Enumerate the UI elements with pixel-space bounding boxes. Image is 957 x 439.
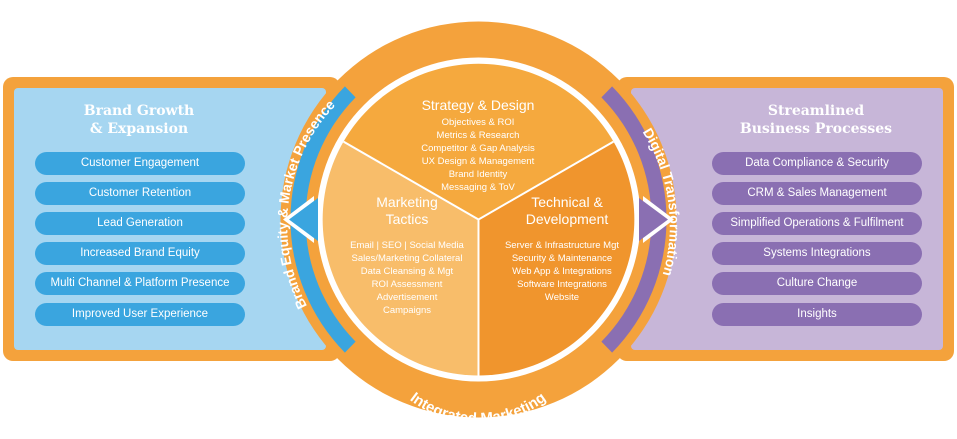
pill-insights[interactable]: Insights: [712, 303, 922, 326]
brand-equity-band: [290, 86, 356, 353]
pill-increased-brand-equity[interactable]: Increased Brand Equity: [35, 242, 245, 265]
strategy-item: Metrics & Research: [437, 130, 520, 141]
business-processes-title: Streamlined Business Processes: [706, 102, 926, 138]
brand-growth-title: Brand Growth & Expansion: [29, 102, 249, 138]
left-arrow-icon: [289, 198, 318, 241]
business-processes-title-line2: Business Processes: [739, 121, 893, 137]
technical-item: Software Integrations: [517, 279, 607, 290]
strategy-design-segment: [343, 63, 614, 220]
technical-item: Website: [545, 292, 579, 303]
pill-customer-engagement[interactable]: Customer Engagement: [35, 152, 245, 175]
strategy-item: UX Design & Management: [422, 156, 535, 167]
pill-customer-retention[interactable]: Customer Retention: [35, 182, 245, 205]
business-processes-title-line1: Streamlined: [767, 103, 865, 119]
technical-title-line2: Development: [526, 211, 609, 227]
marketing-item: Sales/Marketing Collateral: [352, 253, 463, 264]
brand-growth-title-line1: Brand Growth: [83, 103, 195, 119]
technical-item: Web App & Integrations: [512, 266, 612, 277]
pill-systems-integrations[interactable]: Systems Integrations: [712, 242, 922, 265]
pill-multi-channel-presence[interactable]: Multi Channel & Platform Presence: [35, 272, 245, 295]
marketing-tactics-title-line1: Marketing: [376, 194, 437, 210]
pill-simplified-operations[interactable]: Simplified Operations & Fulfilment: [712, 212, 922, 235]
technical-item: Security & Maintenance: [512, 253, 612, 264]
marketing-item: Advertisement: [377, 292, 438, 303]
marketing-item: ROI Assessment: [372, 279, 443, 290]
marketing-item: Data Cleansing & Mgt: [361, 266, 454, 277]
segment-divider: [343, 140, 479, 221]
strategy-design-title: Strategy & Design: [422, 97, 535, 113]
strategy-item: Objectives & ROI: [442, 117, 515, 128]
technical-item: Server & Infrastructure Mgt: [505, 240, 619, 251]
strategy-item: Brand Identity: [449, 169, 508, 180]
marketing-tactics-segment: [322, 141, 479, 376]
marketing-item: Email | SEO | Social Media: [350, 240, 464, 251]
strategy-item: Competitor & Gap Analysis: [421, 143, 535, 154]
technical-title-line1: Technical &: [531, 194, 603, 210]
brand-growth-title-line2: & Expansion: [89, 121, 189, 137]
marketing-item: Campaigns: [383, 305, 431, 316]
pill-improved-user-experience[interactable]: Improved User Experience: [35, 303, 245, 326]
marketing-tactics-title-line2: Tactics: [386, 211, 429, 227]
strategy-item: Messaging & ToV: [441, 182, 515, 193]
pill-data-compliance[interactable]: Data Compliance & Security: [712, 152, 922, 175]
digital-transformation-band: [601, 86, 667, 353]
pill-culture-change[interactable]: Culture Change: [712, 272, 922, 295]
segment-divider: [478, 140, 614, 221]
right-arrow-icon: [639, 198, 668, 241]
technical-development-segment: [478, 141, 635, 376]
pill-crm-sales[interactable]: CRM & Sales Management: [712, 182, 922, 205]
pill-lead-generation[interactable]: Lead Generation: [35, 212, 245, 235]
